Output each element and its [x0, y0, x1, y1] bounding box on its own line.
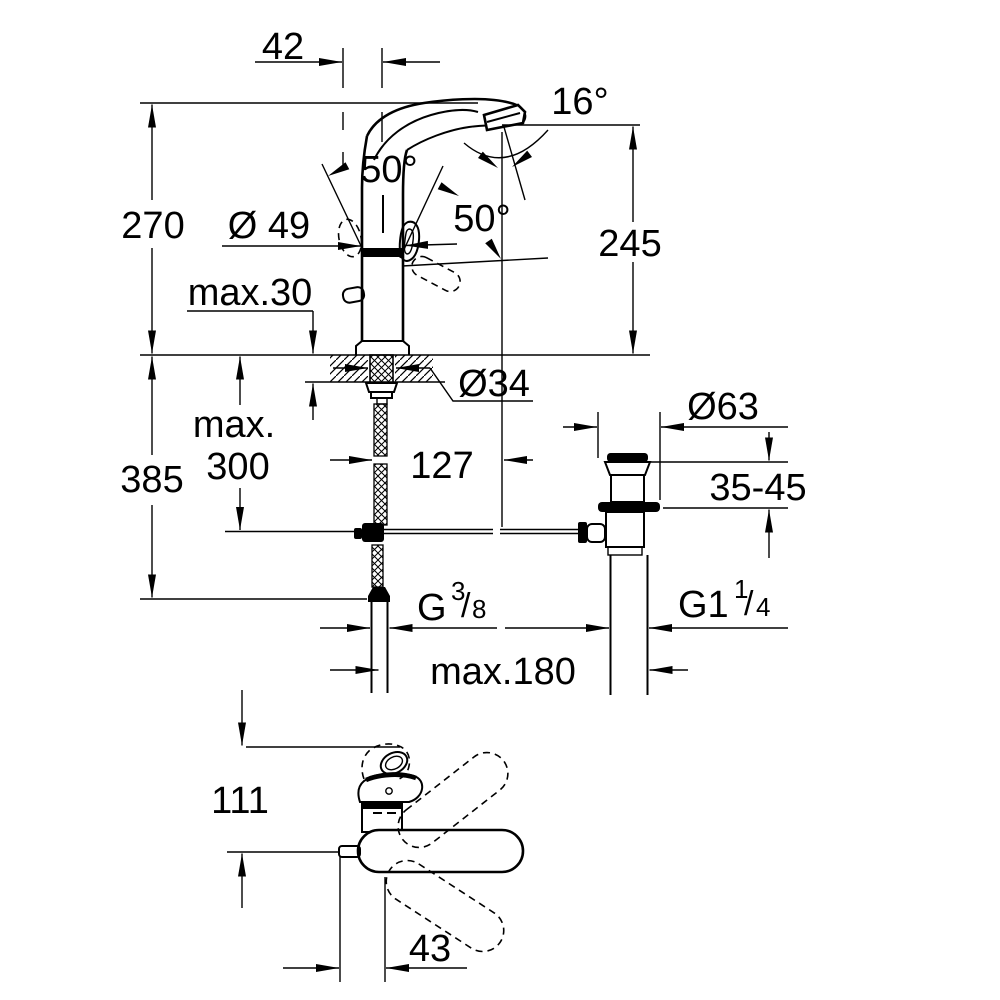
- dimension-max30: max.30: [187, 272, 317, 420]
- dim-35-45-label: 35-45: [709, 467, 806, 509]
- dimension-g114: G1 1 / 4: [505, 574, 788, 632]
- waste-coupling: [607, 546, 643, 556]
- dim-dia63-label: Ø63: [687, 386, 759, 428]
- dim-16deg-label: 16°: [551, 81, 608, 123]
- body-left-edge: [360, 135, 369, 342]
- dim-43-label: 43: [409, 928, 451, 970]
- hose-segment-2: [373, 463, 388, 526]
- dim-max300-word: max.: [193, 404, 275, 446]
- dimension-270: 270: [121, 104, 185, 354]
- plan-rod-knob: [338, 845, 361, 858]
- hose-segment-3: [371, 544, 384, 588]
- dimension-dia63: Ø63: [563, 386, 788, 500]
- rod-tee-joint: [586, 523, 606, 543]
- dim-270-label: 270: [121, 205, 184, 247]
- dim-g114-sup: 1: [734, 574, 748, 604]
- dim-g38-sup: 3: [451, 576, 465, 606]
- dimension-245: 245: [502, 124, 662, 354]
- dimension-dia34: Ø34: [333, 363, 533, 405]
- plan-handle-top-edge: [365, 772, 417, 783]
- dim-max180-label: max.180: [430, 651, 576, 693]
- dim-g38-slash: /: [461, 587, 471, 625]
- side-lever: [341, 286, 366, 304]
- washer: [370, 391, 393, 399]
- dimension-g38: G 3 / 8: [320, 576, 497, 632]
- dimension-43: 43: [283, 857, 467, 982]
- waste-seal-ring: [598, 502, 660, 512]
- dimension-385: 385: [120, 356, 367, 600]
- plan-handle-ring-inner: [384, 755, 404, 771]
- dimension-max180: max.180: [330, 651, 688, 693]
- plan-spout-swing-down: [385, 859, 505, 953]
- waste-neck: [610, 474, 645, 503]
- rod-clamp-body: [362, 523, 384, 542]
- dimension-111: 111: [211, 690, 269, 908]
- dim-g114-sub: 4: [756, 592, 770, 622]
- dim-42-label: 42: [262, 26, 304, 68]
- dim-g38-main: G: [417, 587, 447, 629]
- handle-front-hook-inner: [403, 228, 415, 255]
- dim-245-label: 245: [598, 223, 661, 265]
- dimension-42: 42: [255, 26, 440, 166]
- angle-16deg: 16°: [463, 81, 609, 201]
- dim-max300-value: 300: [206, 446, 269, 488]
- waste-flange: [603, 461, 652, 476]
- pop-up-waste: [578, 453, 660, 695]
- dim-111-label: 111: [211, 780, 269, 822]
- dim-385-label: 385: [120, 459, 183, 501]
- rod-tee-knob: [578, 522, 587, 543]
- lock-nut: [364, 382, 399, 393]
- handle-and-spout: [337, 97, 527, 293]
- dim-50deg-upper-label: 50°: [360, 149, 417, 191]
- dim-50deg-lower-label: 50°: [453, 198, 510, 240]
- aerator-inner-line: [486, 112, 521, 123]
- hose-segment-1: [373, 403, 388, 457]
- dimension-max300: max. 300: [193, 356, 356, 533]
- waste-body: [605, 511, 645, 548]
- pop-up-rod: [384, 528, 579, 535]
- waste-plug-cap: [607, 453, 648, 462]
- faucet-body: [341, 135, 410, 355]
- plan-handle-screw: [385, 787, 393, 795]
- dim-max30-label: max.30: [188, 272, 313, 314]
- dim-g114-main: G1: [678, 584, 729, 626]
- rod-clamp-knob: [354, 528, 362, 539]
- handle-lowered-ghost: [411, 255, 461, 293]
- hose-end-fitting: [368, 587, 390, 602]
- mounting-shank: [364, 354, 399, 405]
- dim-dia49-label: Ø 49: [228, 205, 310, 247]
- dimension-dia49: Ø 49: [222, 205, 458, 250]
- cartridge-band: [362, 248, 403, 257]
- plan-view-faucet: [227, 743, 525, 953]
- dim-127-label: 127: [410, 445, 473, 487]
- front-view-faucet: [140, 97, 650, 405]
- angle-50deg-lower: 50°: [401, 198, 549, 267]
- plan-handle-ghost: [361, 743, 411, 780]
- dim-g114-slash: /: [744, 585, 754, 623]
- handle-raised-ghost: [337, 218, 363, 258]
- dim-g38-sub: 8: [472, 594, 486, 624]
- base-skirt: [355, 340, 410, 355]
- handle-underside-curve: [373, 109, 479, 161]
- angle-50deg-upper: 50°: [321, 149, 459, 259]
- body-right-edge: [401, 149, 409, 342]
- supply-hose: [354, 403, 579, 693]
- plan-spout-swing-up: [397, 751, 509, 849]
- plan-body-band: [362, 802, 402, 809]
- handle-front-hook: [398, 220, 421, 263]
- dimension-127: 127: [330, 132, 533, 527]
- plan-handle-ring-outer: [379, 750, 409, 776]
- plan-spout-barrel: [356, 828, 525, 874]
- dimension-35-45: 35-45: [650, 432, 807, 558]
- dim-dia34-label: Ø34: [458, 363, 530, 405]
